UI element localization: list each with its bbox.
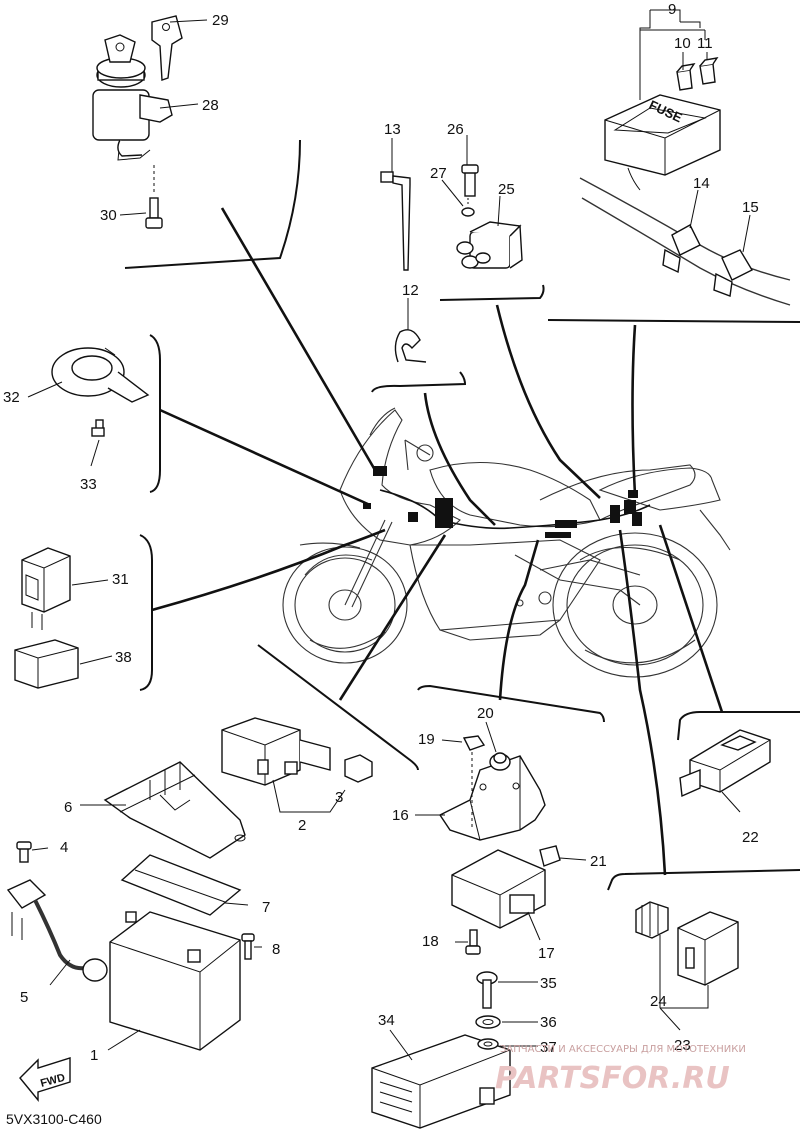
horn-part [51, 347, 150, 437]
rectifier-part [371, 1034, 511, 1129]
washer-36-part [475, 1015, 501, 1029]
negative-lead-part [6, 879, 108, 982]
bolt-8-part [241, 933, 255, 960]
part-label-25: 25 [498, 181, 515, 198]
part-number-labels: 1 2 3 4 5 6 7 8 9 10 11 12 13 14 15 16 1… [3, 1, 759, 1064]
part-label-30: 30 [100, 207, 117, 224]
part-label-12: 12 [402, 282, 419, 299]
part-label-23: 23 [674, 1037, 691, 1054]
handlebar-part [579, 177, 791, 306]
bolt-35-part [476, 971, 498, 1009]
fuse-box-part: FUSE [604, 94, 721, 191]
part-label-8: 8 [272, 941, 280, 958]
grommet-20-part [489, 752, 511, 771]
bracket-6-part [103, 761, 246, 859]
part-label-32: 32 [3, 389, 20, 406]
part-label-28: 28 [202, 97, 219, 114]
part-label-10: 10 [674, 35, 691, 52]
part-label-7: 7 [262, 899, 270, 916]
bolt-18-part [465, 929, 481, 955]
sheet-7-part [120, 854, 242, 916]
fuse-10-part [676, 63, 696, 91]
part-label-38: 38 [115, 649, 132, 666]
relay-23-part [677, 911, 739, 986]
part-label-5: 5 [20, 989, 28, 1006]
fwd-arrow: FWD [19, 1057, 71, 1102]
key-part [151, 15, 183, 81]
watermark-subtitle: ЗАПЧАСТИ И АКСЕССУАРЫ ДЛЯ МОТОТЕХНИКИ [500, 1044, 746, 1055]
watermark: ЗАПЧАСТИ И АКСЕССУАРЫ ДЛЯ МОТОТЕХНИКИ PA… [495, 1044, 746, 1096]
nut-19-part [462, 735, 486, 830]
part-label-35: 35 [540, 975, 557, 992]
part-label-1: 1 [90, 1047, 98, 1064]
callout-brackets [124, 139, 800, 891]
part-label-27: 27 [430, 165, 447, 182]
bolt-30-part [145, 165, 163, 229]
main-switch-part [92, 34, 173, 161]
leader-lines [151, 207, 724, 876]
part-label-2: 2 [298, 817, 306, 834]
motorcycle-outline [282, 407, 731, 678]
part-label-21: 21 [590, 853, 607, 870]
part-label-17: 17 [538, 945, 555, 962]
fuse-11-part [699, 57, 719, 85]
part-label-36: 36 [540, 1014, 557, 1031]
clip-21-part [539, 845, 561, 867]
part-label-37: 37 [540, 1039, 557, 1056]
relay-assy-part [221, 717, 373, 786]
cable-tie-part [380, 171, 411, 271]
part-label-11: 11 [697, 35, 713, 52]
part-label-24: 24 [650, 993, 667, 1010]
battery-part [109, 911, 241, 1051]
part-label-20: 20 [477, 705, 494, 722]
relay-part [21, 547, 71, 630]
washer-37-part [477, 1038, 499, 1050]
ecu-bracket-part [438, 755, 546, 841]
part-label-4: 4 [60, 839, 68, 856]
part-label-16: 16 [392, 807, 409, 824]
ecu-part [451, 849, 546, 929]
part-label-6: 6 [64, 799, 72, 816]
relay-24-part [635, 901, 669, 939]
clamp-12-part [394, 329, 427, 363]
bolt-4-part [16, 841, 32, 863]
diagram-code: 5VX3100-C460 [6, 1111, 102, 1127]
part-label-31: 31 [112, 571, 129, 588]
holder-25-part [456, 164, 523, 269]
part-label-18: 18 [422, 933, 439, 950]
part-label-34: 34 [378, 1012, 395, 1029]
part-label-19: 19 [418, 731, 435, 748]
relay-cover-part [14, 639, 79, 689]
part-label-29: 29 [212, 12, 229, 29]
part-label-3: 3 [335, 789, 343, 806]
label-leaders [27, 9, 751, 1061]
flasher-relay-part [679, 729, 771, 798]
part-label-33: 33 [80, 476, 97, 493]
part-label-26: 26 [447, 121, 464, 138]
part-label-9: 9 [668, 1, 676, 18]
part-label-22: 22 [742, 829, 759, 846]
watermark-brand: PARTSFOR.RU [495, 1061, 730, 1096]
part-label-15: 15 [742, 199, 759, 216]
part-label-14: 14 [693, 175, 710, 192]
part-label-13: 13 [384, 121, 401, 138]
